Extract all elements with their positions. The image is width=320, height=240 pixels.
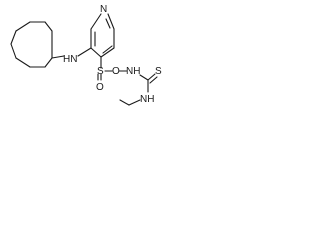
ethyl-bond-2 [119,99,130,106]
sulfonyl-sulfur-label: S [97,66,104,77]
sulfonyl-oxygen-left-label: O [96,82,104,93]
structure-drawing: N HN S O O NH S NH [10,4,162,106]
cyclooctane-ring [10,21,65,68]
amine-label: HN [63,54,77,65]
ethylamine-nh-label: NH [140,94,154,105]
thione-sulfur-label: S [155,66,162,77]
ring-nitrogen-label: N [100,4,107,15]
amine-bond [77,47,92,57]
sulfonyl-oxygen-right-label: O [112,66,120,77]
ethyl-bond-1 [128,99,141,106]
sulfonamide-nh-label: NH [126,66,140,77]
cs-double-bond-b [149,76,158,84]
cs-double-bond-a [147,73,156,81]
pyridine-ring [90,13,115,58]
nh-c-bond [139,74,149,81]
